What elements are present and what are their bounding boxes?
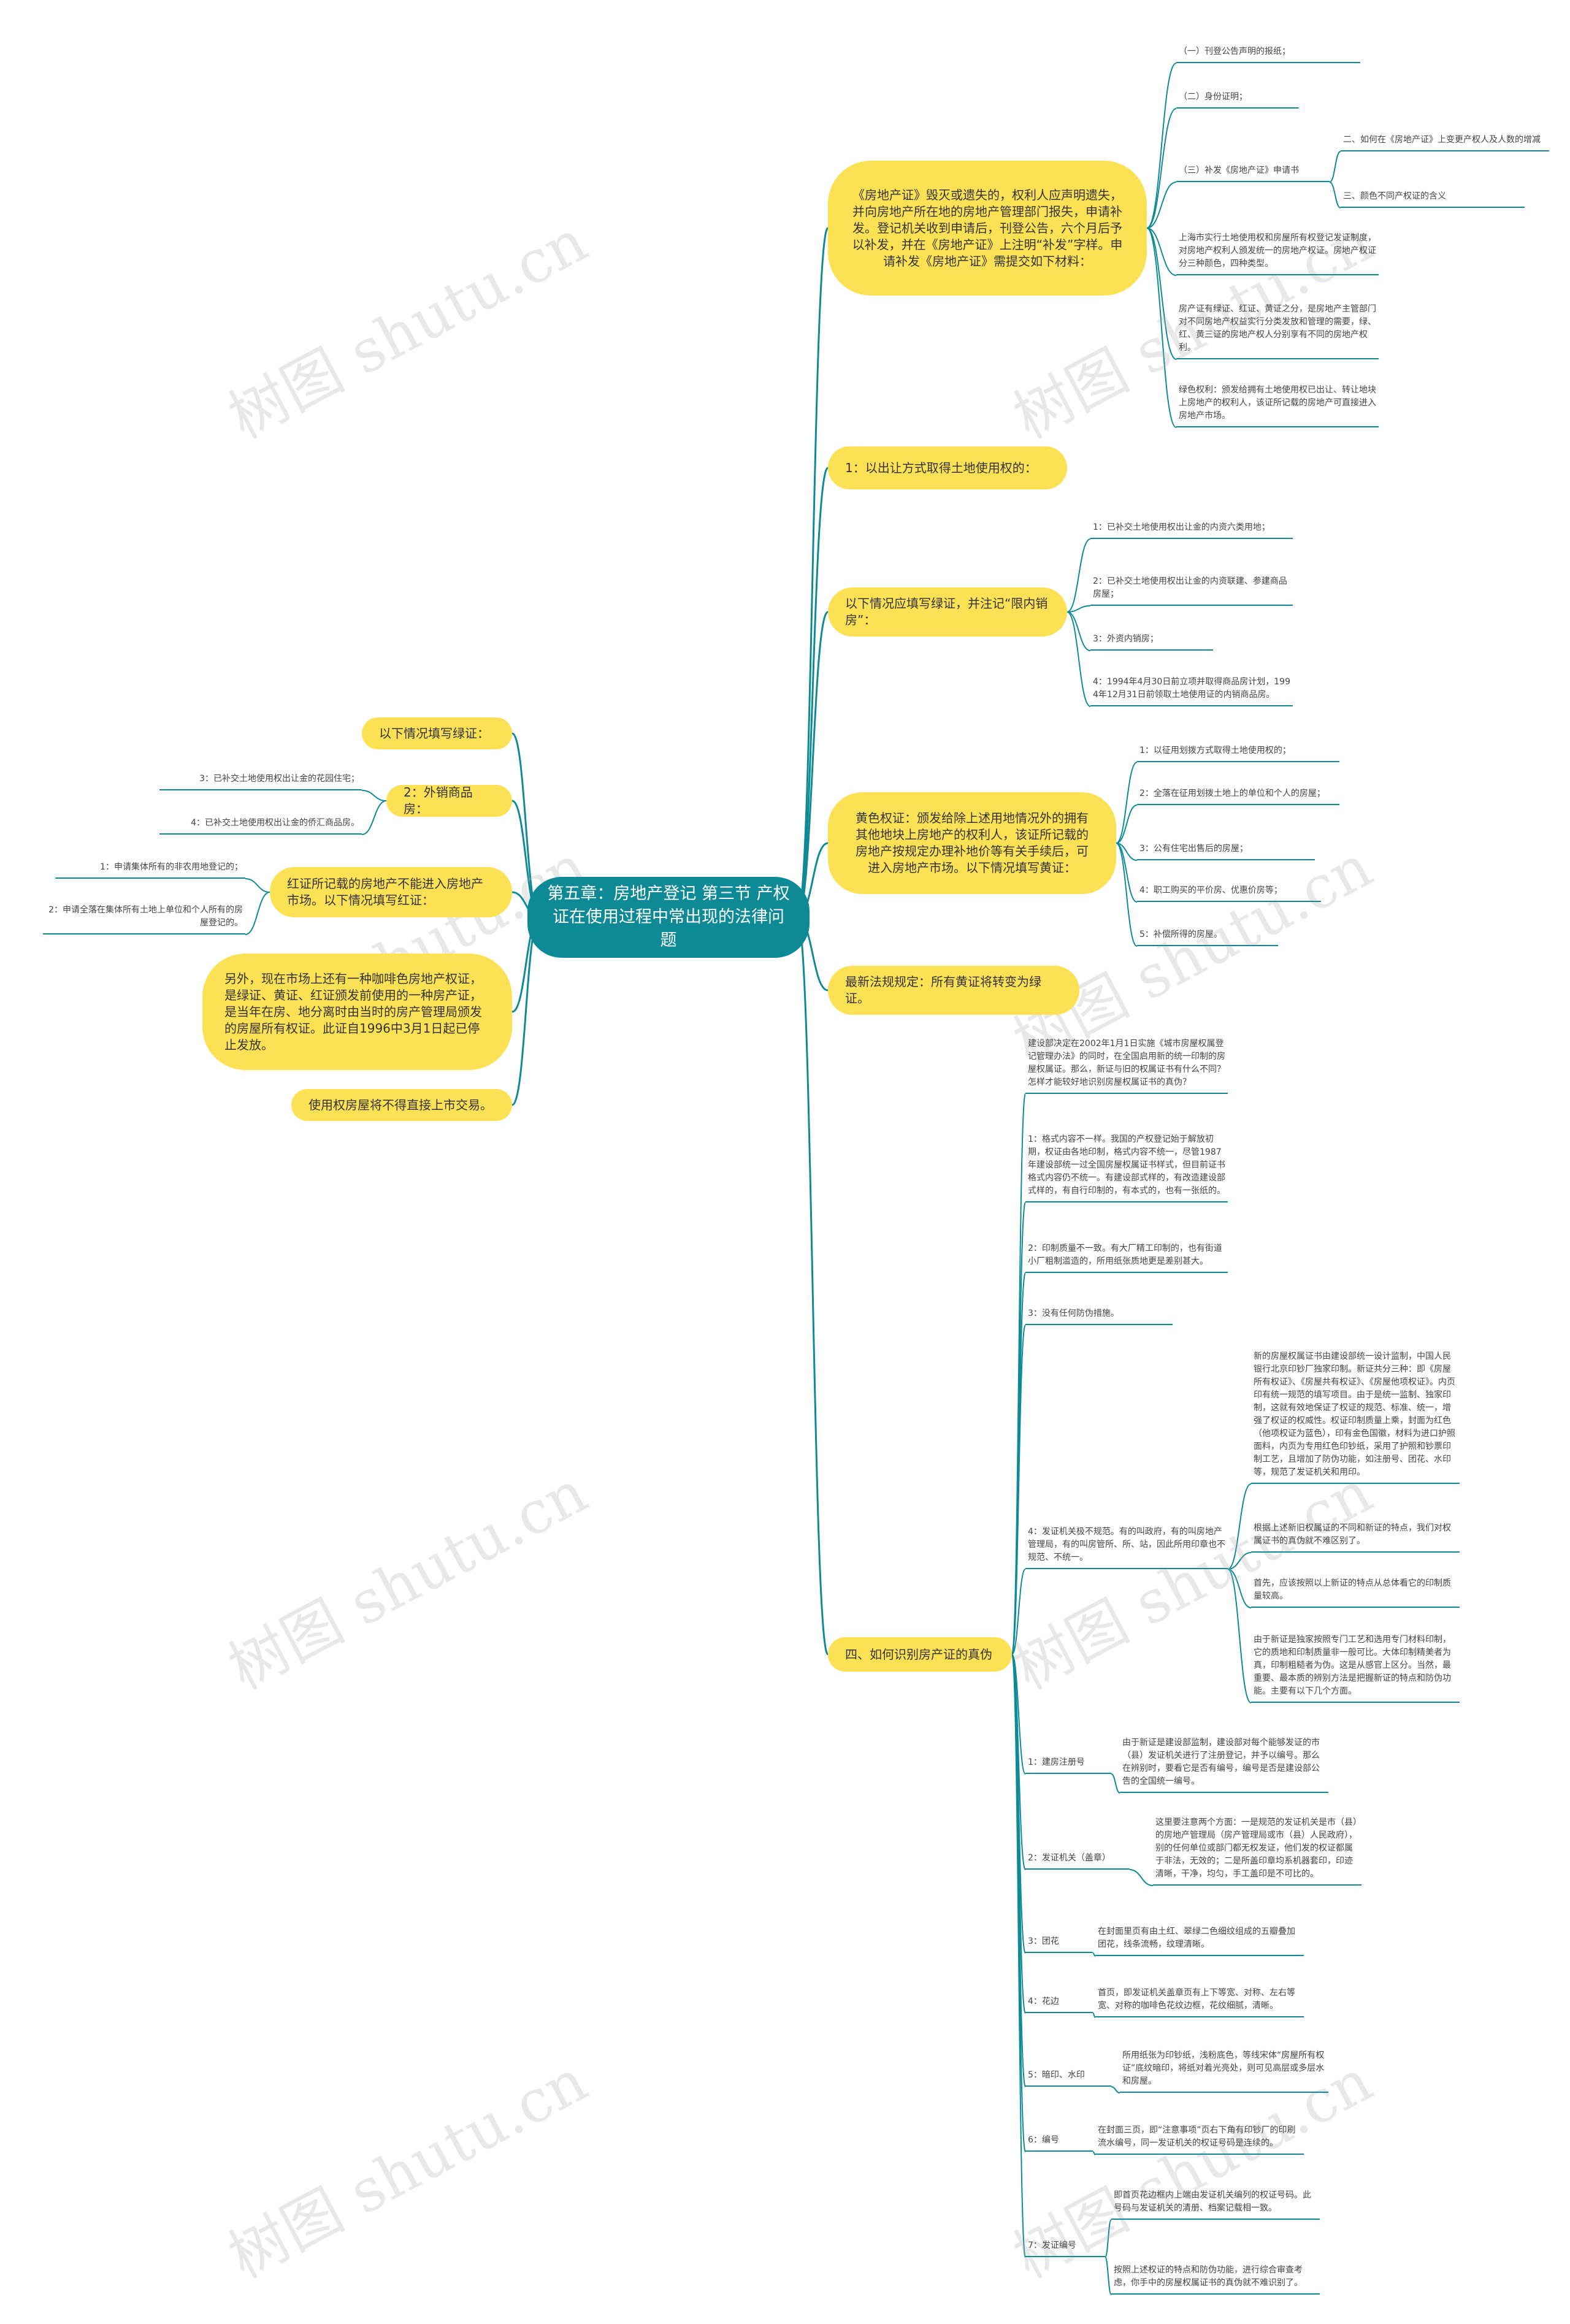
topic-yellow-certificate[interactable]: 黄色权证：颁发给除上述用地情况外的拥有其他地块上房地产的权利人，该证所记载的房地… (828, 792, 1116, 894)
connector-line (1129, 1869, 1154, 1886)
connector-line (1011, 1654, 1026, 1775)
connector-line (1111, 2086, 1120, 2093)
connector-line (1011, 1569, 1026, 1655)
topic-brown-certificate[interactable]: 另外，现在市场上还有一种咖啡色房地产权证，是绿证、黄证、红证颁发前使用的一种房产… (202, 954, 512, 1070)
leaf-staff-housing: 4：职工购买的平价房、优惠价房等； (1137, 883, 1321, 902)
topic-identify-authenticity[interactable]: 四、如何识别房产证的真伪 (828, 1637, 1012, 1672)
leaf-border: 4：花边 (1025, 1994, 1093, 2013)
topic-transfer-land[interactable]: 1：以出让方式取得土地使用权的： (828, 446, 1067, 489)
leaf-flower-pattern: 3：团花 (1025, 1934, 1093, 1953)
leaf-registration-number: 1：建房注册号 (1025, 1755, 1111, 1774)
leaf-color-meaning: 三、颜色不同产权证的含义 (1341, 189, 1525, 208)
connector-line (1116, 805, 1138, 844)
connector-line (361, 790, 387, 801)
leaf-conclusion: 按照上述权证的特点和防伪功能，进行综合审查考虑，你手中的房屋权属证书的真伪就不难… (1111, 2263, 1320, 2295)
connector-line (245, 892, 270, 935)
connector-line (1146, 227, 1177, 428)
connector-line (361, 800, 387, 835)
leaf-new-cert-features: 新的房屋权属证书由建设部统一设计监制，中国人民银行北京印钞厂独家印制。新证共分三… (1251, 1349, 1460, 1484)
leaf-issue-detail: 即首页花边框内上端由发证机关编列的权证号码。此号码与发证机关的清册、档案记载相一… (1111, 2188, 1320, 2220)
leaf-garden-house: 3：已补交土地使用权出让金的花园住宅； (159, 771, 362, 790)
leaf-print-check: 首先，应该按照以上新证的特点从总体看它的印制质量较高。 (1251, 1576, 1460, 1608)
leaf-border-detail: 首页，即发证机关盖章页有上下等宽、对称、左右等宽、对称的咖啡色花纹边框，花纹细腻… (1095, 1986, 1304, 2017)
connector-line (1329, 151, 1341, 183)
connector-line (1146, 227, 1177, 276)
leaf-no-anticounterfeit: 3：没有任何防伪措施。 (1025, 1306, 1173, 1325)
connector-line (1146, 227, 1177, 360)
connector-line (1111, 1773, 1120, 1794)
connector-line (1227, 1569, 1252, 1608)
topic-red-certificate[interactable]: 红证所记载的房地产不能进入房地产市场。以下情况填写红证： (270, 867, 512, 917)
topic-use-right-housing[interactable]: 使用权房屋将不得直接上市交易。 (291, 1089, 512, 1121)
leaf-registration-detail: 由于新证是建设部监制，建设部对每个能够发证的市（县）发证机关进行了注册登记，并予… (1120, 1735, 1328, 1793)
leaf-seal-detail: 这里要注意两个方面：一是规范的发证机关是市（县）的房地产管理局（房产管理局或市（… (1153, 1815, 1361, 1886)
connector-line (1066, 611, 1091, 651)
topic-export-housing[interactable]: 2：外销商品房： (386, 785, 512, 817)
connector-line (1146, 108, 1177, 229)
leaf-watermark-print: 5：暗印、水印 (1025, 2068, 1111, 2087)
topic-lost-certificate[interactable]: 《房地产证》毁灭或遗失的，权利人应声明遗失，并向房地产所在地的房地产管理部门报失… (828, 161, 1147, 296)
connector-line (1105, 2257, 1112, 2295)
leaf-collective-housing: 2：申请全落在集体所有土地上单位和个人所有的房屋登记的。 (43, 903, 245, 935)
connector-line (796, 916, 829, 1656)
connector-line (796, 227, 829, 919)
leaf-serial-number: 6：编号 (1025, 2133, 1093, 2152)
root-topic[interactable]: 第五章：房地产登记 第三节 产权证在使用过程中常出现的法律问题 (527, 877, 810, 958)
leaf-green-right: 绿色权利：颁发给拥有土地使用权已出让、转让地块上房地产的权利人，该证所记载的房地… (1176, 383, 1379, 427)
leaf-id-proof: （二）身份证明； (1176, 90, 1299, 109)
leaf-1994-housing: 4：1994年4月30日前立项并取得商品房计划，1994年12月31日前领取土地… (1090, 675, 1293, 706)
leaf-six-land: 1：已补交土地使用权出让金的内资六类用地； (1090, 520, 1293, 539)
connector-line (1066, 538, 1091, 613)
leaf-issue-number: 7：发证编号 (1025, 2238, 1105, 2257)
leaf-serial-detail: 在封面三页，即“注意事项”页右下角有印钞厂的印刷流水编号，同一发证机关的权证号码… (1095, 2123, 1304, 2155)
leaf-unit-houses: 2：全落在征用划拨土地上的单位和个人的房屋； (1137, 786, 1339, 805)
leaf-public-housing: 3：公有住宅出售后的房屋； (1137, 841, 1315, 860)
leaf-overseas-housing: 4：已补交土地使用权出让金的侨汇商品房。 (159, 816, 362, 835)
leaf-shanghai-system: 上海市实行土地使用权和房屋所有权登记发证制度，对房地产权利人颁发统一的房地产权证… (1176, 231, 1379, 275)
leaf-new-certificate-intro: 建设部决定在2002年1月1日实施《城市房屋权属登记管理办法》的同时，在全国启用… (1025, 1036, 1228, 1094)
connector-line (1066, 605, 1091, 613)
connector-line (1092, 2012, 1096, 2018)
leaf-joint-build: 2：已补交土地使用权出让金的内资联建、参建商品房屋； (1090, 574, 1293, 606)
leaf-newspaper: （一）刊登公告声明的报纸； (1176, 44, 1360, 63)
topic-fill-green[interactable]: 以下情况填写绿证： (362, 717, 512, 749)
connector-line (1011, 1654, 1026, 2258)
leaf-watermark-detail: 所用纸张为印钞纸，浅粉底色，等线宋体“房屋所有权证”底纹暗印，将纸对着光亮处，则… (1120, 2048, 1328, 2093)
leaf-format-differs: 1：格式内容不一样。我国的产权登记始于解放初期，权证由各地印制，格式内容不统一，… (1025, 1132, 1228, 1202)
connector-line (1066, 611, 1091, 707)
connector-line (1146, 63, 1177, 229)
leaf-foreign-domestic: 3：外资内销房； (1090, 632, 1213, 651)
connector-line (1011, 1324, 1026, 1655)
connector-line (1116, 843, 1138, 947)
topic-green-limited[interactable]: 以下情况应填写绿证，并注记“限内销房”： (828, 587, 1067, 636)
connector-line (1011, 1202, 1026, 1655)
leaf-compensation: 5：补偿所得的房屋。 (1137, 927, 1278, 946)
leaf-flower-detail: 在封面里页有由土红、翠绿二色细纹组成的五瓣叠加团花，线条流畅，纹理清晰。 (1095, 1924, 1304, 1956)
leaf-special-process: 由于新证是独家按照专门工艺和选用专门材料印制，它的质地和印制质量非一般可比。大体… (1251, 1632, 1460, 1703)
leaf-differences: 根据上述新旧权属证的不同和新证的特点，我们对权属证书的真伪就不难区别了。 (1251, 1521, 1460, 1553)
connector-line (1227, 1552, 1252, 1570)
leaf-print-quality: 2：印制质量不一致。有大厂精工印制的，也有街道小厂粗制滥造的，所用纸张质地更是差… (1025, 1241, 1228, 1273)
leaf-collective-land: 1：申请集体所有的非农用地登记的； (55, 860, 245, 879)
connector-line (1329, 182, 1341, 208)
topic-latest-regulation[interactable]: 最新法规规定：所有黄证将转变为绿证。 (828, 966, 1079, 1015)
leaf-application: （三）补发《房地产证》申请书 (1176, 163, 1330, 182)
leaf-seal: 2：发证机关（盖章） (1025, 1851, 1130, 1870)
connector-line (1105, 2219, 1112, 2258)
connector-line (1227, 1569, 1252, 1703)
leaf-change-owner: 二、如何在《房地产证》上变更产权人及人数的增减 (1341, 132, 1549, 151)
leaf-issuing-authority: 4：发证机关极不规范。有的叫政府，有的叫房地产管理局，有的叫房管所、所、站，因此… (1025, 1524, 1228, 1569)
connector-line (1146, 182, 1177, 229)
connector-line (1227, 1483, 1252, 1570)
connector-line (245, 878, 270, 893)
connector-line (1092, 2151, 1096, 2155)
connector-line (1116, 762, 1138, 844)
connector-line (1011, 1093, 1026, 1655)
connector-line (796, 611, 829, 919)
leaf-three-colors: 房产证有绿证、红证、黄证之分，是房地产主管部门对不同房地产权益实行分类发放和管理… (1176, 302, 1379, 359)
connector-line (1092, 1952, 1096, 1957)
leaf-allocated-land: 1：以征用划拨方式取得土地使用权的； (1137, 743, 1339, 762)
